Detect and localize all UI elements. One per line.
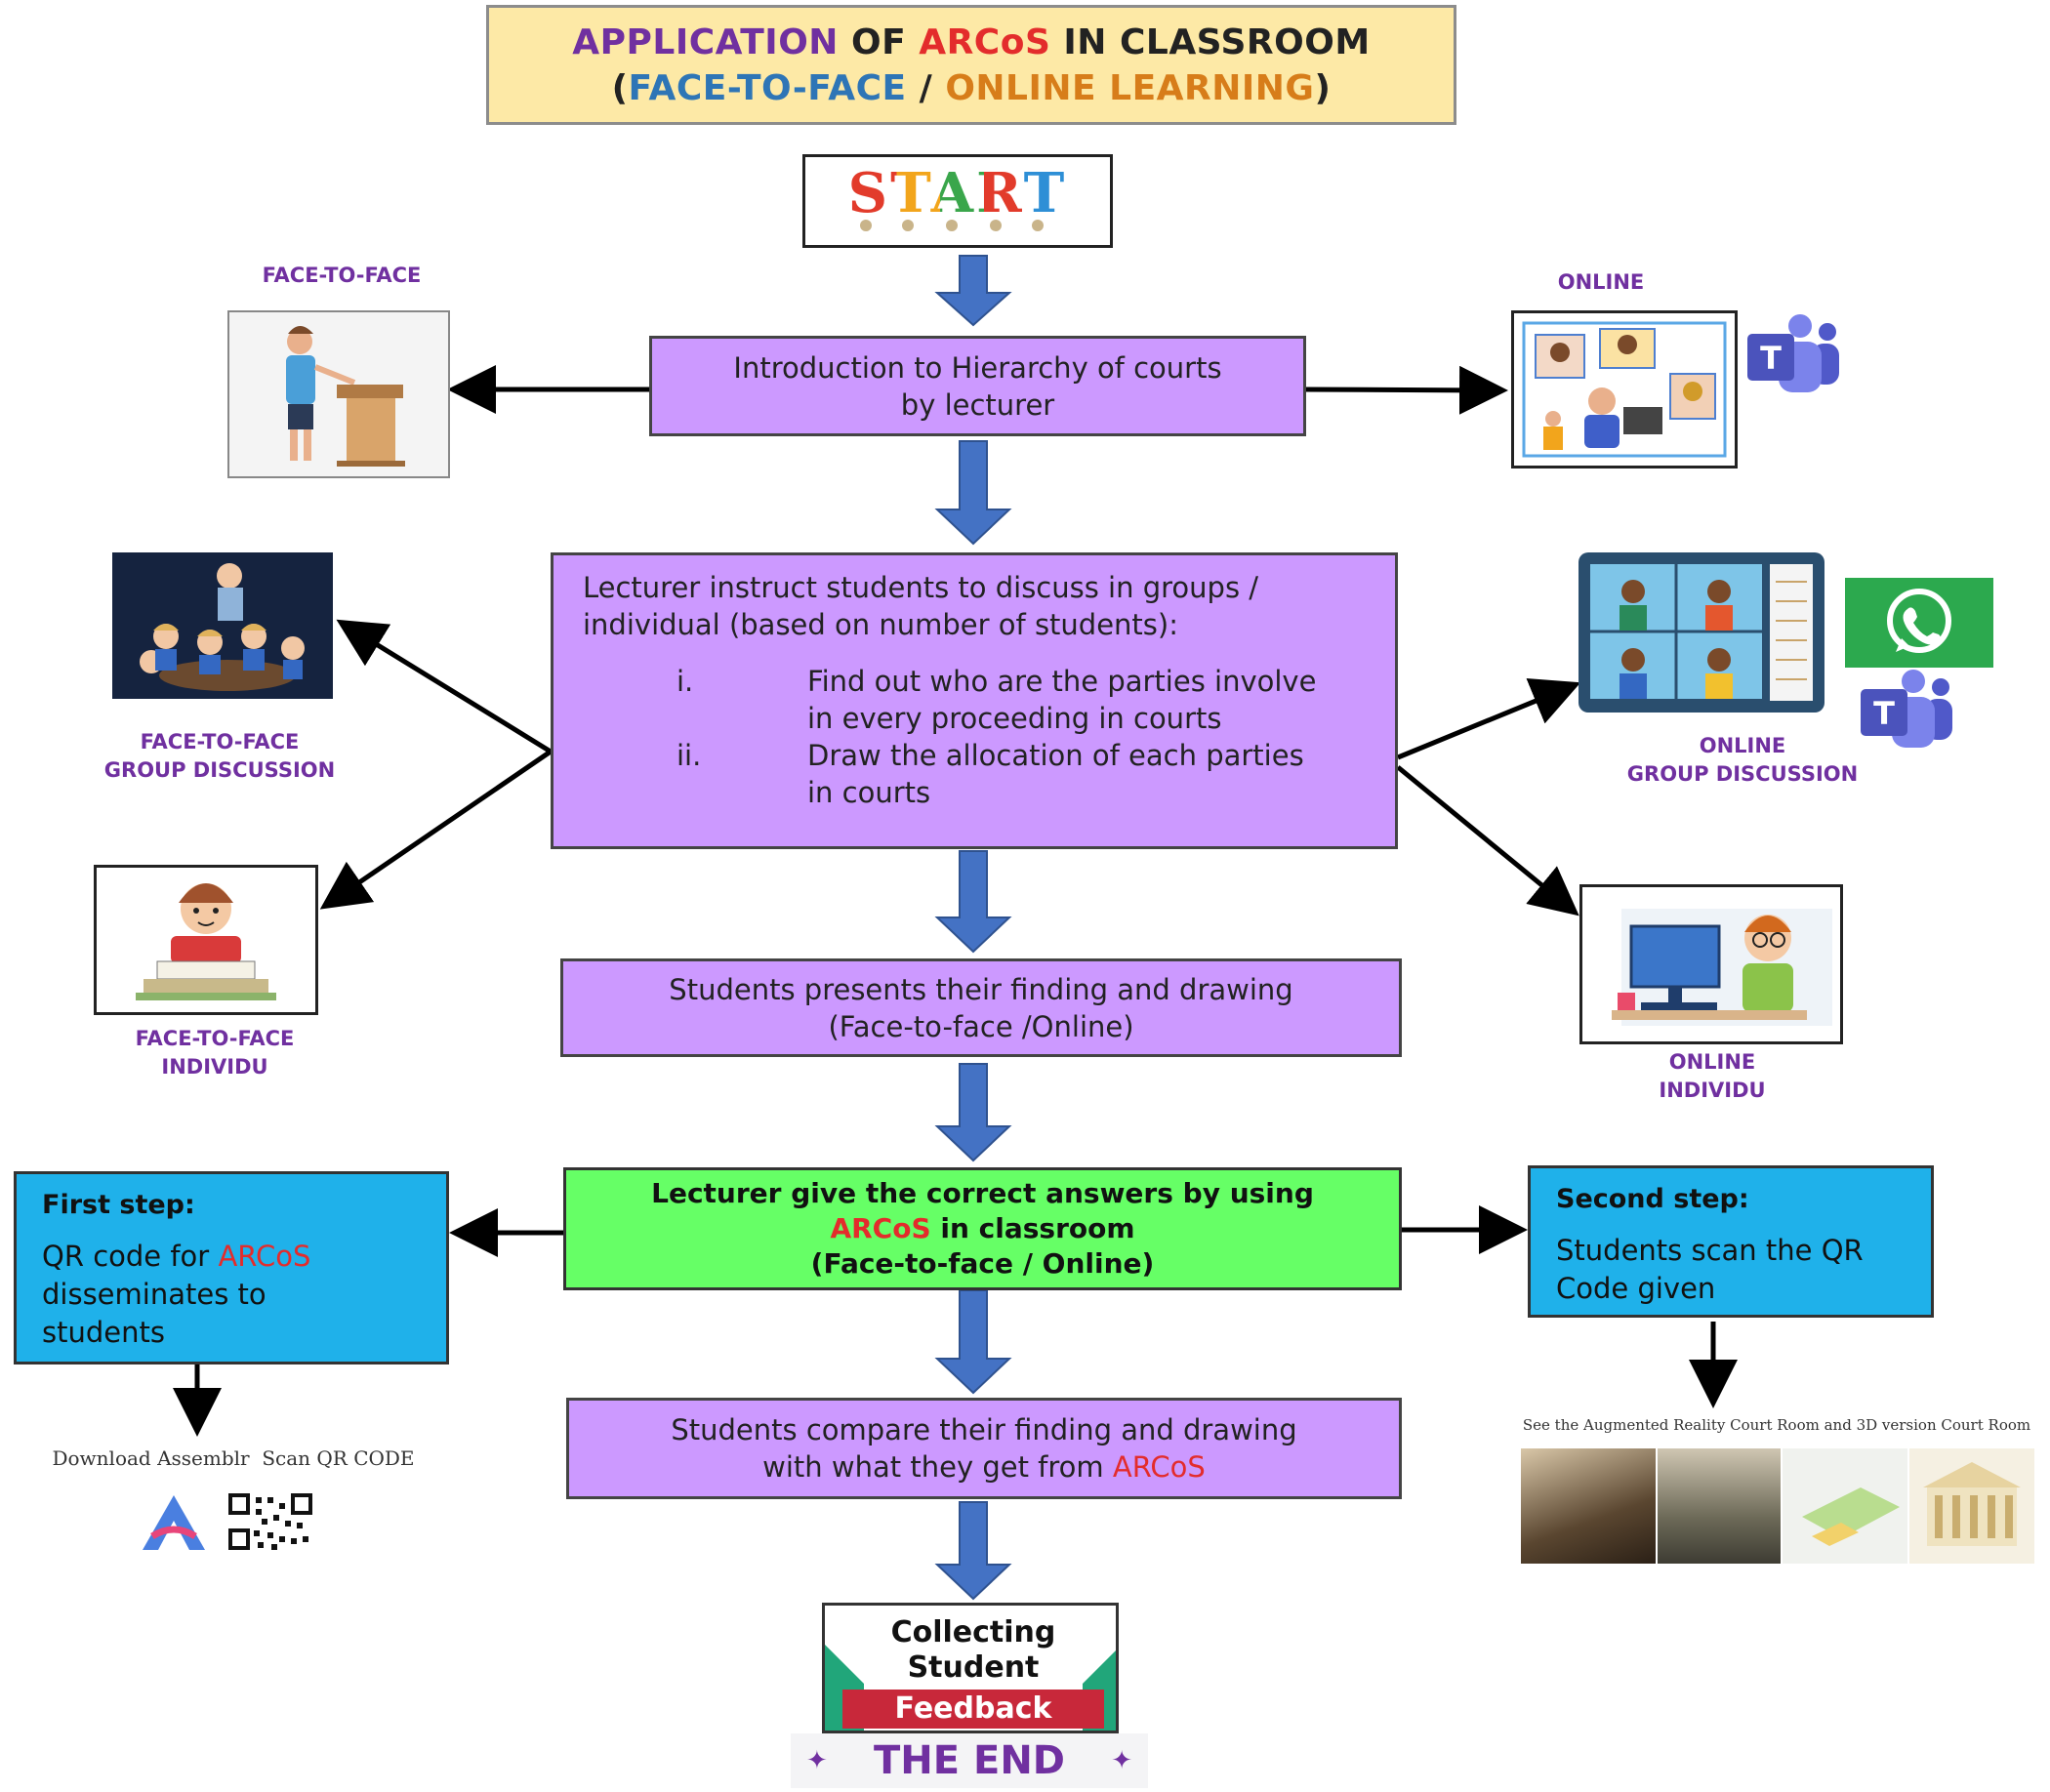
whatsapp-logo-icon bbox=[1845, 578, 1993, 668]
caption-f2f-top: FACE-TO-FACE bbox=[262, 264, 422, 287]
teams-logo-icon-2: T bbox=[1857, 668, 1954, 752]
down-arrow-2 bbox=[934, 440, 1012, 546]
student-computer-icon bbox=[1612, 909, 1832, 1026]
start-image: START bbox=[802, 154, 1113, 248]
svg-text:T: T bbox=[1760, 340, 1782, 377]
svg-text:T: T bbox=[1873, 695, 1895, 732]
video-conference-icon bbox=[1522, 321, 1727, 458]
star-right-icon: ✦ bbox=[1111, 1746, 1132, 1775]
court-room-photo-2 bbox=[1658, 1448, 1781, 1564]
f2f-individu-image bbox=[94, 865, 318, 1015]
arrow-ind-left bbox=[319, 749, 553, 910]
title-line-2: (FACE-TO-FACE / ONLINE LEARNING) bbox=[611, 68, 1332, 108]
start-figures-icon bbox=[860, 220, 1044, 231]
court-building-3d bbox=[1909, 1448, 2034, 1564]
down-arrow-3 bbox=[934, 850, 1012, 954]
court-room-3d-plan bbox=[1783, 1448, 1907, 1564]
arrow-group-left bbox=[336, 619, 553, 754]
first-step-box: First step: QR code for ARCoS disseminat… bbox=[14, 1171, 449, 1364]
online-group-discussion-image bbox=[1578, 552, 1824, 713]
down-arrow-6 bbox=[934, 1501, 1012, 1601]
title-line-1: APPLICATION OF ARCoS IN CLASSROOM bbox=[572, 22, 1371, 62]
caption-online-top: ONLINE bbox=[1557, 270, 1645, 294]
step-introduction: Introduction to Hierarchy of courts by l… bbox=[649, 336, 1306, 436]
student-reading-icon bbox=[136, 883, 276, 1000]
teams-logo-icon: T bbox=[1743, 312, 1841, 396]
lecturer-podium-image bbox=[227, 310, 450, 478]
classroom-group-icon bbox=[140, 563, 305, 691]
instruct-item-2: ii. Draw the allocation of each parties … bbox=[676, 739, 1304, 809]
caption-online-individu: ONLINE INDIVIDU bbox=[1659, 1050, 1766, 1102]
the-end-label: THE END bbox=[873, 1738, 1065, 1783]
the-end-banner: ✦ THE END ✦ bbox=[791, 1733, 1148, 1788]
lecturer-podium-icon bbox=[286, 326, 405, 467]
collecting-feedback-card: Collecting Student Feedback bbox=[822, 1603, 1119, 1733]
down-arrow-4 bbox=[934, 1063, 1012, 1162]
caption-f2f-group: FACE-TO-FACE GROUP DISCUSSION bbox=[103, 730, 336, 782]
arrow-ind-right bbox=[1396, 765, 1579, 916]
step-correct-answers: Lecturer give the correct answers by usi… bbox=[563, 1167, 1402, 1290]
down-arrow-5 bbox=[934, 1289, 1012, 1395]
caption-f2f-individu: FACE-TO-FACE INDIVIDU bbox=[135, 1027, 295, 1079]
download-note: Download Assemblr Scan QR CODE bbox=[52, 1446, 415, 1470]
online-meeting-image bbox=[1511, 310, 1738, 468]
arrow-intro-right bbox=[1305, 365, 1508, 415]
first-step-heading: First step: bbox=[42, 1190, 195, 1220]
court-room-photo-1 bbox=[1521, 1448, 1656, 1564]
ar-court-room-note: See the Augmented Reality Court Room and… bbox=[1522, 1416, 2031, 1434]
assemblr-logo-icon bbox=[135, 1489, 213, 1558]
start-label: START bbox=[847, 161, 1068, 225]
step-students-compare: Students compare their finding and drawi… bbox=[566, 1398, 1402, 1499]
down-arrow-1 bbox=[934, 255, 1012, 327]
online-individu-image bbox=[1579, 884, 1843, 1044]
arrow-group-right bbox=[1397, 678, 1581, 760]
star-left-icon: ✦ bbox=[806, 1746, 828, 1775]
video-call-grid-icon bbox=[1590, 564, 1813, 701]
feedback-banner: Feedback bbox=[842, 1690, 1104, 1729]
qr-code-icon bbox=[228, 1493, 312, 1550]
second-step-box: Second step: Students scan the QR Code g… bbox=[1528, 1165, 1934, 1318]
instruct-item-1: i. Find out who are the parties involve … bbox=[676, 665, 1317, 735]
feedback-line-1: Collecting bbox=[890, 1615, 1056, 1649]
step-students-present: Students presents their finding and draw… bbox=[560, 958, 1402, 1057]
ar-court-room-images bbox=[1521, 1448, 2034, 1564]
f2f-group-discussion-image bbox=[112, 552, 333, 699]
feedback-line-2: Student bbox=[907, 1650, 1040, 1685]
step-instruct-students: Lecturer instruct students to discuss in… bbox=[551, 552, 1398, 849]
caption-online-group: ONLINE GROUP DISCUSSION bbox=[1626, 734, 1859, 786]
second-step-heading: Second step: bbox=[1556, 1184, 1749, 1214]
diagram-title: APPLICATION OF ARCoS IN CLASSROOM (FACE-… bbox=[486, 5, 1456, 125]
